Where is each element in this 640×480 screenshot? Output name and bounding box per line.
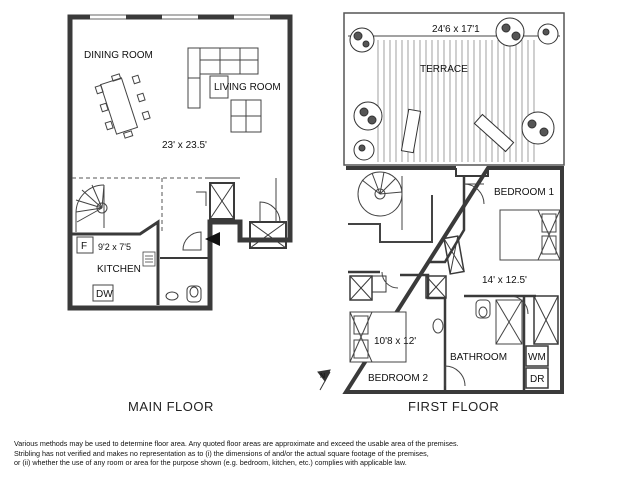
washer-box (525, 345, 549, 367)
living-room-dimensions: 23' x 23.5' (162, 140, 207, 151)
washer-label: WM (528, 352, 546, 363)
coffee-table (230, 99, 262, 133)
main-closet (209, 182, 235, 220)
kitchen-dimensions: 9'2 x 7'5 (98, 242, 131, 252)
bathroom-label: BATHROOM (450, 352, 507, 363)
floor-plan-drawing: DINING ROOM LIVING ROOM 23' x 23.5' KITC… (67, 12, 565, 394)
disclaimer-line: or (ii) whether the use of any room or a… (14, 458, 407, 468)
dryer-box (525, 367, 549, 389)
main-floor-title: MAIN FLOOR (128, 399, 214, 414)
fridge (76, 236, 94, 254)
terrace-dimensions: 24'6 x 17'1 (432, 24, 480, 35)
bedroom1-label: BEDROOM 1 (494, 187, 554, 198)
kitchen-walls (72, 219, 160, 305)
first-floor-closets (349, 235, 559, 345)
disclaimer-line: Stribling has not verified and makes no … (14, 448, 429, 458)
bedroom2-bed (349, 311, 407, 363)
fridge-label: F (81, 241, 87, 252)
living-room-label: LIVING ROOM (214, 82, 281, 93)
main-closet-2 (249, 221, 287, 249)
dining-room-label: DINING ROOM (84, 50, 153, 61)
bedroom2-dimensions: 10'8 x 12' (374, 336, 416, 347)
north-label: N (320, 373, 325, 380)
terrace-plants (349, 17, 559, 161)
first-floor-plan (317, 12, 565, 394)
first-floor-title: FIRST FLOOR (408, 399, 500, 414)
terrace-label: TERRACE (420, 64, 468, 75)
dining-divider-dashed (72, 177, 205, 232)
entry-arrow-icon (205, 232, 220, 246)
dining-table (94, 73, 151, 139)
main-spiral-staircase (75, 184, 108, 232)
disclaimer-line: Various methods may be used to determine… (14, 439, 459, 448)
north-arrow-icon (317, 369, 331, 391)
main-floor-outer-wall (67, 14, 293, 311)
terrace-outline (343, 12, 565, 166)
bedroom1-dimensions: 14' x 12.5' (482, 275, 527, 286)
dishwasher-label: DW (96, 289, 113, 300)
upper-spiral-staircase (348, 171, 433, 243)
dishwasher (92, 284, 114, 302)
bathroom-fixtures (432, 299, 523, 345)
powder-room (160, 257, 208, 303)
terrace-loungers (400, 108, 515, 154)
bedroom1-bed (499, 209, 561, 261)
living-room-sofa (187, 47, 259, 109)
main-floor-plan (67, 14, 293, 311)
kitchen-stove (142, 251, 156, 267)
kitchen-label: KITCHEN (97, 264, 141, 275)
first-floor-doors (381, 183, 529, 387)
disclaimer-text: Various methods may be used to determine… (14, 439, 626, 468)
bedroom2-label: BEDROOM 2 (368, 373, 428, 384)
dryer-label: DR (530, 374, 544, 385)
